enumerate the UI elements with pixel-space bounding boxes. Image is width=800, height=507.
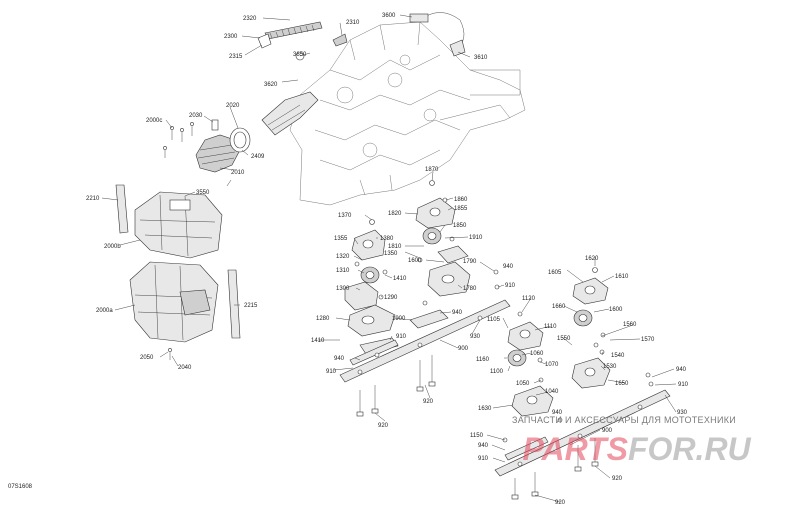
callout-2000c: 2000c <box>146 118 162 124</box>
callout-1380: 1380 <box>380 236 394 242</box>
callout-1410-b: 1410 <box>311 338 325 344</box>
callout-2215: 2215 <box>244 303 258 309</box>
callout-1120: 1120 <box>522 296 536 302</box>
callout-1410: 1410 <box>393 276 407 282</box>
callout-910-d: 910 <box>678 382 689 388</box>
callout-930-a: 930 <box>470 334 481 340</box>
callout-1860: 1860 <box>454 197 468 203</box>
engine-mount-left-group <box>339 180 511 417</box>
watermark-tagline: ЗАПЧАСТИ И АКСЕССУАРЫ ДЛЯ МОТОТЕХНИКИ <box>512 415 736 425</box>
callout-940-b: 940 <box>452 310 463 316</box>
callout-1550: 1550 <box>557 336 571 342</box>
callout-2315: 2315 <box>229 54 243 60</box>
callout-940-c: 940 <box>334 356 345 362</box>
callout-900-a: 900 <box>458 346 469 352</box>
callout-2409: 2409 <box>251 154 265 160</box>
callout-910-c: 910 <box>326 369 337 375</box>
engine-block <box>261 12 526 206</box>
callout-900-b: 900 <box>602 428 613 434</box>
callout-1540: 1540 <box>611 353 625 359</box>
callout-1280: 1280 <box>316 316 330 322</box>
callout-1050: 1050 <box>516 381 530 387</box>
callout-2320: 2320 <box>243 16 257 22</box>
callout-1650: 1650 <box>615 381 629 387</box>
callout-labels: 2320 2310 2300 2315 3650 3620 3600 3610 … <box>86 13 689 506</box>
callout-1355: 1355 <box>334 236 348 242</box>
callout-920-b: 920 <box>378 423 389 429</box>
callout-1910: 1910 <box>469 235 483 241</box>
callout-1290: 1290 <box>384 295 398 301</box>
callout-940-d: 940 <box>676 367 687 373</box>
callout-1310: 1310 <box>336 268 350 274</box>
callout-1110: 1110 <box>544 324 557 330</box>
callout-3610: 3610 <box>474 55 488 61</box>
callout-920-a: 920 <box>423 399 434 405</box>
callout-2020: 2020 <box>226 103 240 109</box>
callout-1620: 1620 <box>585 256 599 262</box>
callout-1150: 1150 <box>470 433 484 439</box>
callout-1100: 1100 <box>490 369 504 375</box>
callout-1070: 1070 <box>545 362 559 368</box>
callout-2000b: 2000b <box>104 244 121 250</box>
diagram-code: 07S1608 <box>8 484 33 490</box>
callout-1780: 1780 <box>463 286 477 292</box>
callout-1900: 1900 <box>392 316 406 322</box>
callout-1660: 1660 <box>552 304 566 310</box>
watermark-brand-parts: PARTS <box>523 431 629 467</box>
callout-1610: 1610 <box>615 274 629 280</box>
callout-1600: 1600 <box>408 258 422 264</box>
callout-1820: 1820 <box>388 211 402 217</box>
callout-1790: 1790 <box>463 259 477 265</box>
callout-2050: 2050 <box>140 355 154 361</box>
callout-910-e: 910 <box>478 456 489 462</box>
callout-1600-b: 1600 <box>609 307 623 313</box>
callout-1855: 1855 <box>454 206 468 212</box>
callout-2040: 2040 <box>178 365 192 371</box>
callout-920-d: 920 <box>555 500 566 506</box>
watermark-brand-for-ru: FOR.RU <box>628 431 752 467</box>
watermark: ЗАПЧАСТИ И АКСЕССУАРЫ ДЛЯ МОТОТЕХНИКИ PA… <box>512 415 752 467</box>
callout-2210: 2210 <box>86 196 100 202</box>
callout-940-f: 940 <box>478 443 489 449</box>
callout-1160: 1160 <box>476 357 490 363</box>
callout-3550: 3550 <box>196 190 210 196</box>
callout-1320: 1320 <box>336 254 350 260</box>
callout-1870: 1870 <box>425 167 439 173</box>
breather-hose <box>257 21 348 61</box>
callout-2310: 2310 <box>346 20 360 26</box>
callout-1605: 1605 <box>548 270 562 276</box>
callout-940-e: 940 <box>552 410 563 416</box>
callout-910-b: 910 <box>396 334 407 340</box>
callout-3600: 3600 <box>382 13 396 19</box>
callout-920-c: 920 <box>612 476 623 482</box>
callout-910-a: 910 <box>505 283 516 289</box>
callout-1370: 1370 <box>338 213 352 219</box>
callout-930-b: 930 <box>677 410 688 416</box>
air-box-assembly <box>115 119 251 360</box>
callout-1350: 1350 <box>384 251 398 257</box>
callout-1060: 1060 <box>530 351 544 357</box>
callout-1810: 1810 <box>388 244 402 250</box>
callout-1850: 1850 <box>453 223 467 229</box>
leader-lines <box>101 14 677 503</box>
callout-1300: 1300 <box>336 286 350 292</box>
callout-2000a: 2000a <box>96 308 113 314</box>
callout-1105: 1105 <box>487 317 501 323</box>
callout-3620: 3620 <box>264 82 278 88</box>
callout-1630: 1630 <box>478 406 492 412</box>
callout-1040: 1040 <box>545 389 559 395</box>
callout-1530: 1530 <box>603 364 617 370</box>
callout-2030: 2030 <box>189 113 203 119</box>
callout-1560: 1560 <box>623 322 637 328</box>
callout-940-a: 940 <box>503 264 514 270</box>
callout-2300: 2300 <box>224 34 238 40</box>
callout-2010: 2010 <box>231 170 245 176</box>
callout-1570: 1570 <box>641 337 655 343</box>
callout-3650: 3650 <box>293 52 307 58</box>
engine-mount-right-group <box>494 267 671 500</box>
